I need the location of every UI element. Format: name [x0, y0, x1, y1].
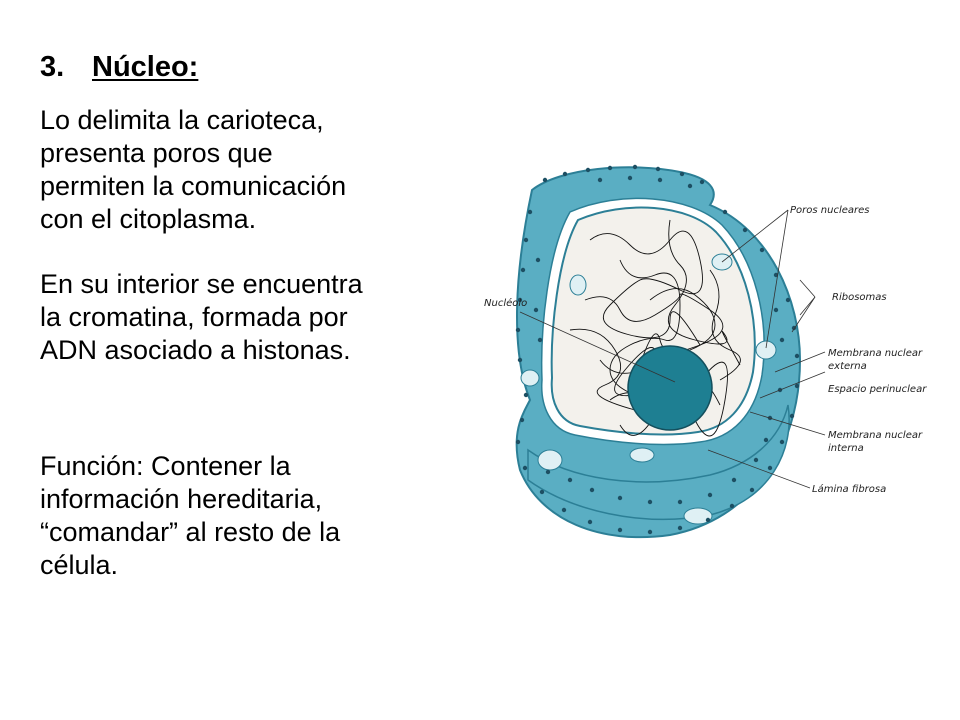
ribosome-dot	[753, 457, 759, 463]
heading-number: 3.	[40, 51, 65, 83]
slide-heading: 3. Núcleo:	[40, 50, 460, 84]
heading-title: Núcleo:	[92, 51, 199, 83]
ribosome-dot	[517, 357, 523, 363]
nucleolus	[627, 345, 713, 431]
ribosome-dot	[585, 167, 591, 173]
ribosome-dot	[589, 487, 595, 493]
ribosome-dot	[632, 164, 638, 170]
ribosome-dot	[562, 171, 568, 177]
ribosome-dot	[561, 507, 567, 513]
ribosome-dot	[773, 307, 779, 313]
label-membrana-externa-2: externa	[828, 361, 867, 372]
ribosome-dot	[731, 477, 737, 483]
text-column: 3. Núcleo: Lo delimita la carioteca, pre…	[40, 50, 460, 580]
label-membrana-interna-2: interna	[828, 443, 864, 454]
label-espacio-perinuclear: Espacio perinuclear	[828, 384, 927, 395]
ribosome-dot	[789, 413, 795, 419]
ribosome-dot	[655, 166, 661, 172]
ribosome-dot	[767, 465, 773, 471]
ribosome-dot	[687, 183, 693, 189]
ribosome-dot	[617, 495, 623, 501]
ribosome-dot	[647, 529, 653, 535]
nuclear-pores	[520, 253, 777, 525]
label-membrana-externa: Membrana nuclear	[828, 348, 923, 359]
ribosome-dot	[759, 247, 765, 253]
ribosome-dot	[519, 417, 525, 423]
paragraph-carioteca: Lo delimita la carioteca, presenta poros…	[40, 105, 347, 234]
label-nucleolo: Nucléolo	[484, 297, 527, 309]
ribosome-dot	[597, 177, 603, 183]
ribosome-dot	[647, 499, 653, 505]
ribosome-dot	[517, 297, 523, 303]
ribosome-dot	[587, 519, 593, 525]
paragraph-funcion: Función: Contener la información heredit…	[40, 451, 341, 580]
label-ribosomas: Ribosomas	[832, 292, 887, 303]
ribosome-dot	[699, 179, 705, 185]
label-poros-nucleares: Poros nucleares	[790, 205, 869, 216]
paragraph-cromatina: En su interior se encuentra la cromatina…	[40, 269, 363, 365]
ribosome-dot	[779, 439, 785, 445]
ribosome-dot	[542, 177, 548, 183]
ribosome-dot	[677, 525, 683, 531]
ribosome-dot	[522, 465, 528, 471]
ribosome-dot	[537, 337, 543, 343]
ribosome-dot	[539, 489, 545, 495]
label-membrana-interna: Membrana nuclear	[828, 430, 923, 441]
label-lamina-fibrosa: Lámina fibrosa	[812, 483, 886, 495]
ribosome-dot	[607, 165, 613, 171]
ribosome-dot	[520, 267, 526, 273]
ribosome-dot	[722, 209, 728, 215]
ribosome-dot	[763, 437, 769, 443]
ribosome-dot	[533, 307, 539, 313]
ribosome-dot	[742, 227, 748, 233]
ribosome-dot	[749, 487, 755, 493]
ribosome-dot	[545, 469, 551, 475]
ribosome-dot	[677, 499, 683, 505]
ribosome-dot	[523, 237, 529, 243]
ribosome-dot	[794, 383, 800, 389]
ribosome-dot	[617, 527, 623, 533]
ribosome-dot	[567, 477, 573, 483]
ribosome-dot	[679, 171, 685, 177]
ribosome-dot	[627, 175, 633, 181]
ribosome-dot	[515, 439, 521, 445]
ribosome-dot	[657, 177, 663, 183]
ribosome-dot	[779, 337, 785, 343]
ribosome-dot	[527, 209, 533, 215]
ribosome-dot	[729, 503, 735, 509]
ribosome-dot	[707, 492, 713, 498]
leader-lines	[519, 209, 826, 489]
nucleus-diagram: Poros nucleares Ribosomas Nucléolo Membr…	[484, 164, 927, 539]
ribosome-dot	[705, 517, 711, 523]
ribosome-dot	[535, 257, 541, 263]
ribosome-dot	[523, 392, 529, 398]
ribosome-dot	[785, 297, 791, 303]
ribosome-dot	[515, 327, 521, 333]
ribosome-dot	[794, 353, 800, 359]
